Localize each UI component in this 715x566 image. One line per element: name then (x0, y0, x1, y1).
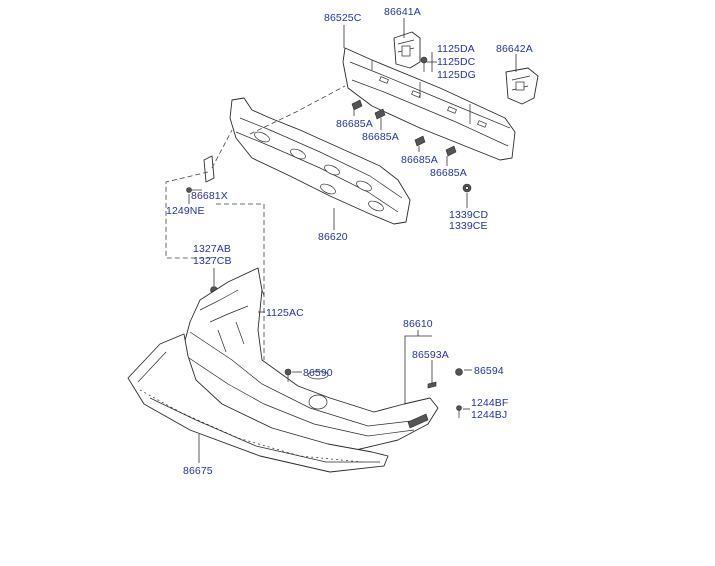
label-1339ce: 1339CE (449, 220, 488, 232)
label-86685a-2: 86685A (362, 131, 399, 143)
label-86641a: 86641A (384, 6, 421, 18)
bracket-86681x (186, 155, 215, 193)
label-86593a: 86593A (412, 349, 449, 361)
label-86594: 86594 (474, 365, 504, 377)
label-1327cb: 1327CB (193, 255, 232, 267)
label-86620: 86620 (318, 231, 348, 243)
label-1125da: 1125DA (437, 43, 475, 55)
back-beam-86525c (342, 47, 516, 161)
fasteners-lower (284, 368, 463, 418)
energy-absorber-86620 (229, 97, 411, 225)
label-86642a: 86642A (496, 43, 533, 55)
label-1327ab: 1327AB (193, 243, 231, 255)
label-1339cd: 1339CD (449, 209, 489, 221)
assembly-lines (165, 85, 346, 360)
clips-86685a (351, 99, 457, 157)
bolt-1125da (420, 56, 428, 72)
label-86685a-3: 86685A (401, 154, 438, 166)
label-86610: 86610 (403, 318, 433, 330)
label-1249ne: 1249NE (166, 205, 205, 217)
label-86675: 86675 (183, 465, 213, 477)
bracket-86642a (505, 67, 539, 105)
label-1244bj: 1244BJ (471, 409, 508, 421)
bracket-86641a (393, 31, 421, 69)
label-1125dg: 1125DG (437, 69, 476, 81)
label-1244bf: 1244BF (471, 397, 509, 409)
label-86525c: 86525C (324, 12, 362, 24)
label-86590: 86590 (303, 367, 333, 379)
leader-lines (188, 18, 517, 463)
lower-valance-86675 (127, 333, 389, 473)
label-86685a-4: 86685A (430, 167, 467, 179)
nut-1339cd (462, 183, 472, 193)
label-1125ac: 1125AC (266, 307, 304, 319)
label-86681x: 86681X (191, 190, 228, 202)
label-1125dc: 1125DC (437, 56, 476, 68)
label-86685a-1: 86685A (336, 118, 373, 130)
